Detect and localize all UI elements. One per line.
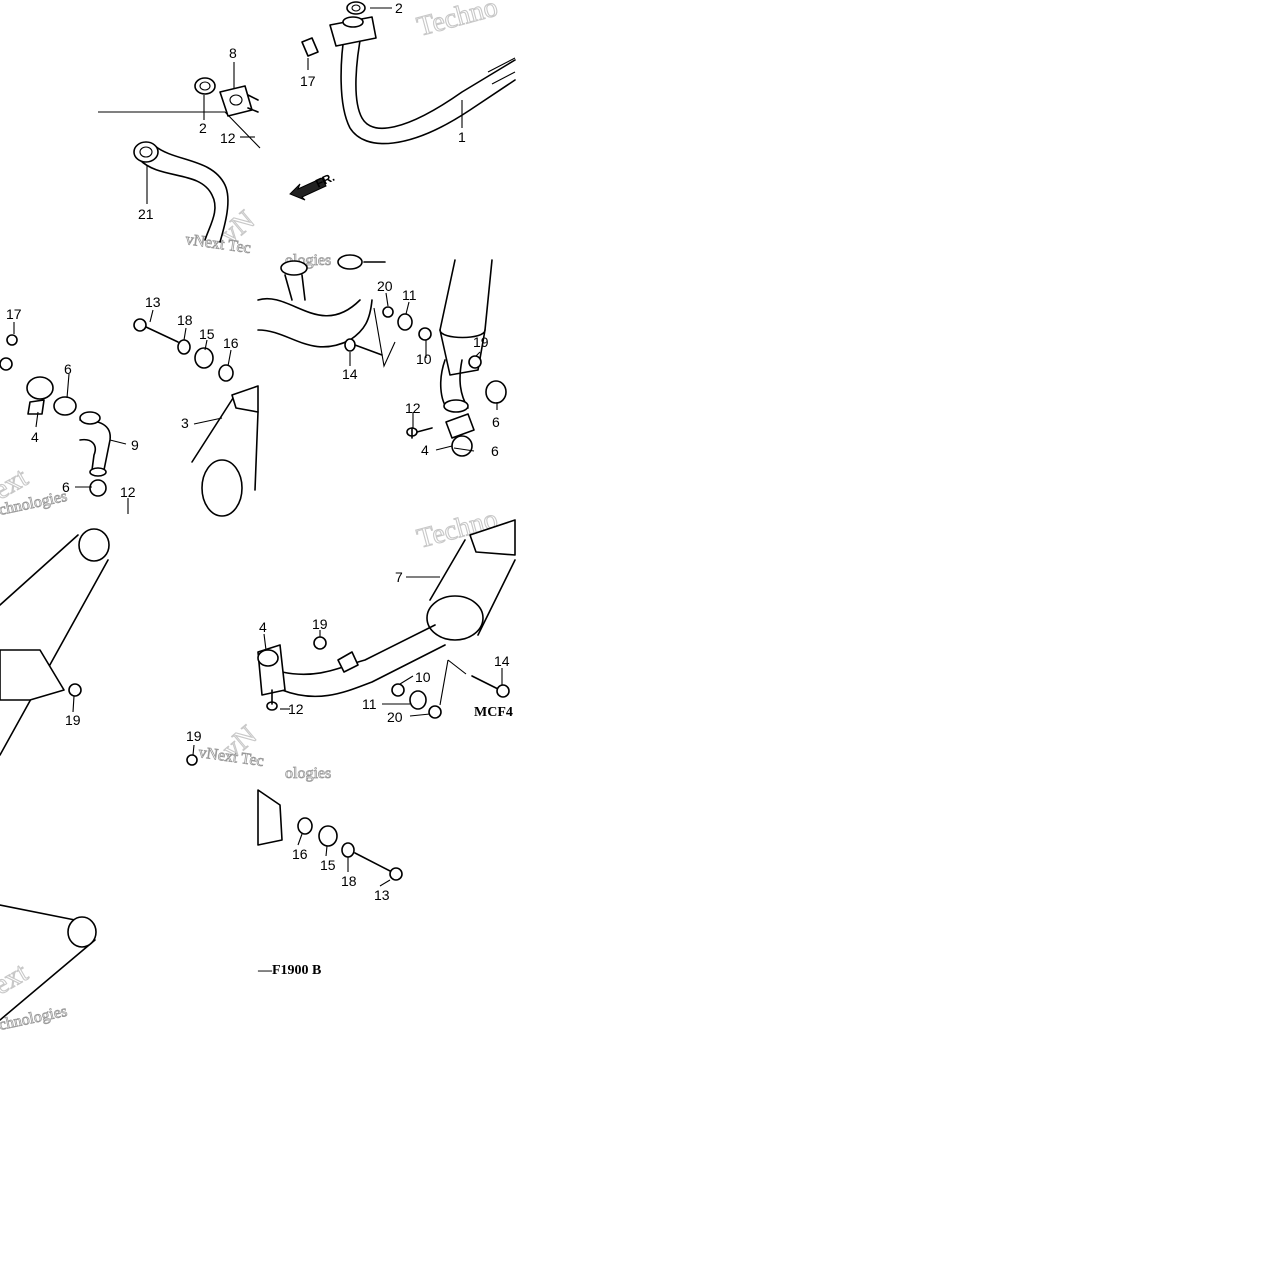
clamp-4-mid: [445, 413, 475, 439]
bolt-12-lower: [266, 689, 278, 711]
svg-text:ext: ext: [0, 957, 33, 1001]
callout-14: 14: [494, 653, 510, 669]
figure-code: —F1900 B: [257, 963, 321, 978]
exhaust-pipe-21: [98, 111, 261, 243]
callout-19: 19: [312, 616, 328, 632]
callout-12: 12: [220, 130, 236, 146]
bolt-12-mid: [406, 427, 433, 439]
clamp-4-left: [26, 376, 54, 415]
callout-16: 16: [223, 335, 239, 351]
callout-18: 18: [177, 312, 193, 328]
callout-12: 12: [288, 701, 304, 717]
callout-19: 19: [186, 728, 202, 744]
pipe-9: [79, 411, 111, 477]
callout-6: 6: [492, 414, 500, 430]
joint-pipe: [257, 254, 373, 348]
callout-4: 4: [421, 442, 429, 458]
callout-21: 21: [138, 206, 154, 222]
callout-15: 15: [320, 857, 336, 873]
svg-text:chnologies: chnologies: [0, 1003, 69, 1034]
collar-16-bottom: [297, 817, 313, 835]
callout-16: 16: [292, 846, 308, 862]
nut-19-mid: [468, 355, 482, 369]
gasket-2-left: [194, 77, 216, 95]
callout-1: 1: [458, 129, 466, 145]
muffler-bracket-bottom: [257, 789, 283, 846]
callout-2: 2: [395, 0, 403, 16]
gasket-2-top: [346, 1, 366, 15]
part-number-labels: 2 1 17 8 2 12 21 17 13 18 15 16 6 4 9 3 …: [6, 0, 513, 978]
callout-3: 3: [181, 415, 189, 431]
callout-18: 18: [341, 873, 357, 889]
grommet-15-bottom: [318, 825, 338, 847]
bolt-14-mid: [344, 338, 383, 356]
collar-16-left: [218, 364, 234, 382]
callout-15: 15: [199, 326, 215, 342]
collar-10-lower: [391, 683, 405, 697]
direction-label: FR.: [313, 170, 336, 191]
callout-12: 12: [120, 484, 136, 500]
rubber-6-mid: [451, 380, 507, 457]
muffler-lower-left: [0, 528, 110, 1021]
leader-lines: [13, 7, 503, 887]
grommet-11-mid: [397, 313, 413, 331]
washer-18-bottom: [341, 842, 355, 858]
nut-17-top: [301, 37, 319, 57]
washer-20-lower: [428, 705, 442, 719]
callout-6: 6: [491, 443, 499, 459]
bolt-13-bottom: [354, 852, 403, 881]
watermarks: Techno Techno ext ext vN vN vNext Tec vN…: [0, 0, 502, 1034]
callout-13: 13: [374, 887, 390, 903]
model-code: MCF4: [474, 705, 513, 720]
bolt-13-left: [133, 318, 179, 343]
bolt-14-lower: [471, 675, 510, 698]
callout-9: 9: [131, 437, 139, 453]
callout-7: 7: [395, 569, 403, 585]
grommet-11-lower: [409, 690, 427, 710]
callout-4: 4: [31, 429, 39, 445]
callout-11: 11: [402, 287, 417, 303]
washer-18-left: [177, 339, 191, 355]
muffler-3: [191, 385, 259, 517]
callout-10: 10: [415, 669, 431, 685]
callout-6: 6: [64, 361, 72, 377]
callout-13: 13: [145, 294, 161, 310]
flange-8: [219, 85, 259, 117]
callout-20: 20: [377, 278, 393, 294]
callout-19: 19: [473, 334, 489, 350]
callout-2: 2: [199, 120, 207, 136]
svg-text:ologies: ologies: [285, 765, 331, 782]
callout-8: 8: [229, 45, 237, 61]
callout-14: 14: [342, 366, 358, 382]
fr-arrow: [289, 177, 327, 201]
nut-19-lower-left: [68, 683, 198, 766]
joint-pipe-lower: [257, 624, 446, 698]
clamp-4-lower: [257, 649, 279, 667]
svg-text:Techno: Techno: [414, 0, 501, 43]
nut-17-left: [0, 334, 18, 371]
washer-20-mid: [382, 306, 394, 318]
callout-20: 20: [387, 709, 403, 725]
rubber-6-left: [53, 396, 107, 497]
callout-10: 10: [416, 351, 432, 367]
collar-10-mid: [418, 327, 432, 341]
callout-6: 6: [62, 479, 70, 495]
callout-17: 17: [300, 73, 316, 89]
grommet-15-left: [194, 347, 214, 369]
callout-12: 12: [405, 400, 421, 416]
callout-4: 4: [259, 619, 267, 635]
callout-17: 17: [6, 306, 22, 322]
muffler-7: [426, 519, 516, 641]
callout-19: 19: [65, 712, 81, 728]
nut-19-lower-right: [313, 636, 327, 650]
front-exhaust-pipe-1: [329, 16, 516, 145]
callout-11: 11: [362, 696, 377, 712]
